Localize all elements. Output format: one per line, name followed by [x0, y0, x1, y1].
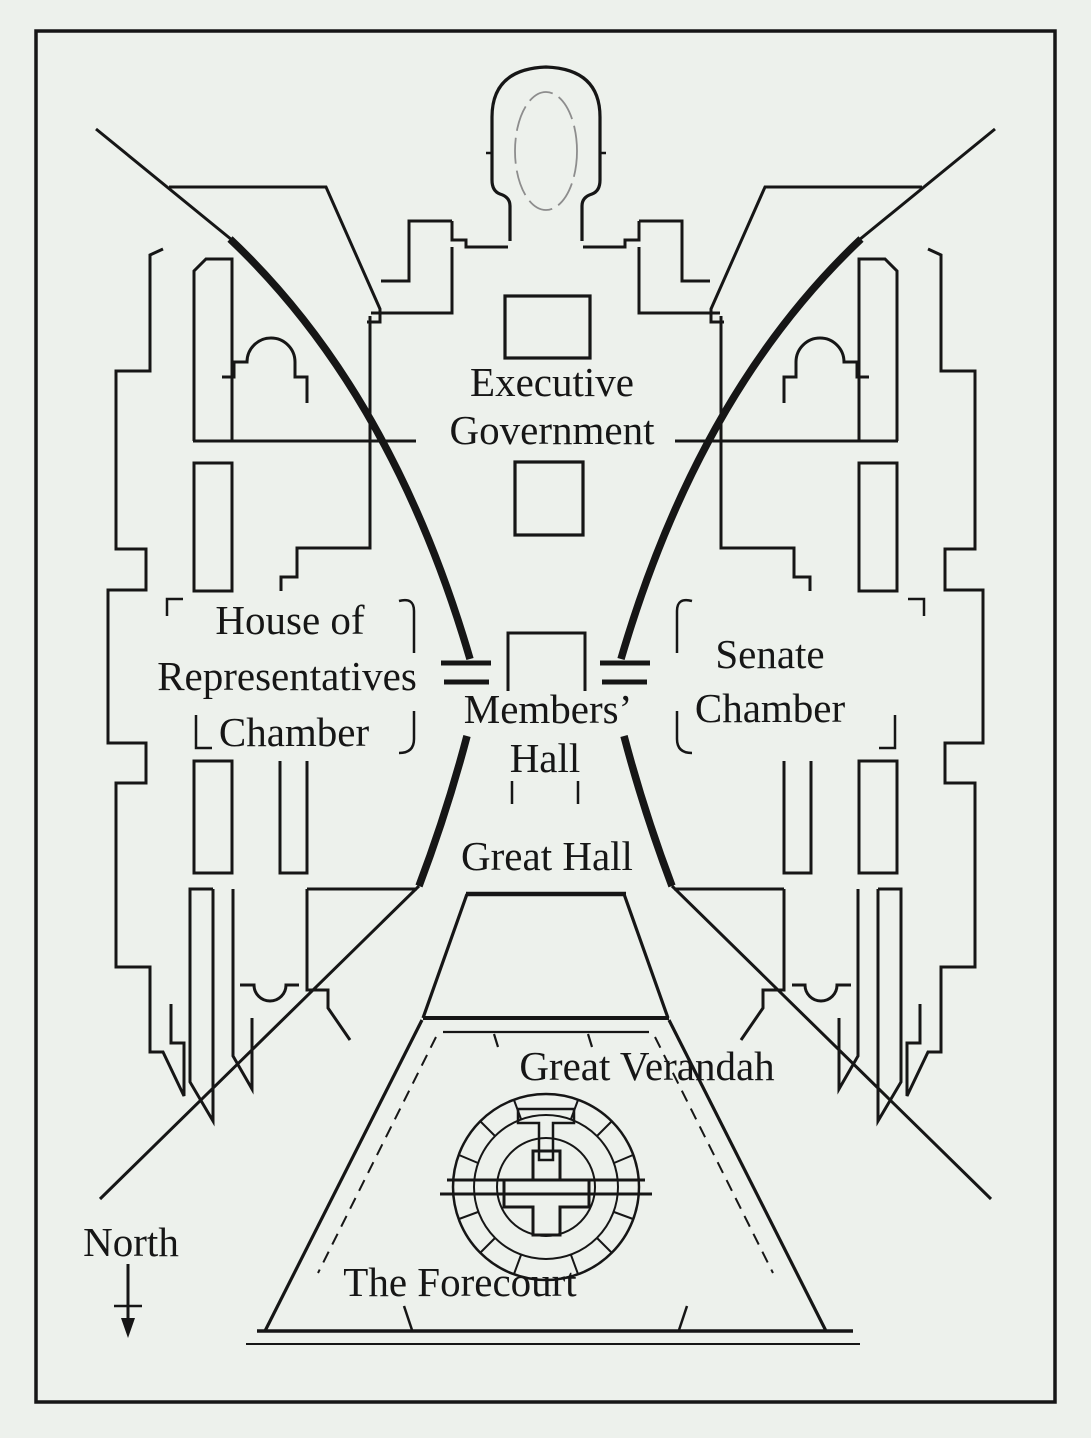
chamber-bracket-tl: [165, 597, 183, 616]
flag-mast-monument: [490, 65, 602, 241]
wing-inner-steps: [279, 316, 372, 591]
forecourt-mosaic: [440, 1092, 652, 1282]
link-band-inner: [450, 221, 508, 249]
label-great-hall: Great Hall: [461, 833, 633, 879]
mosaic-chord-band: [440, 1178, 652, 1196]
label-great-verandah: Great Verandah: [519, 1043, 774, 1089]
label-house-line1: House of: [215, 597, 365, 643]
north-indicator: [114, 1264, 142, 1338]
wing-slab-mid: [192, 461, 234, 593]
link-band-lower: [371, 247, 454, 315]
mosaic-t-motif: [516, 1107, 576, 1162]
label-senate-line1: Senate: [715, 631, 824, 677]
mosaic-radial-segments: [458, 1099, 634, 1275]
executive-courtyard-upper: [503, 294, 592, 360]
plan-border: [34, 29, 1057, 1404]
label-members-hall-line2: Hall: [510, 735, 581, 781]
waist-corridor-walls: [441, 660, 491, 685]
plan-left-half: [95, 127, 508, 1332]
wing-scallop-notch: [240, 983, 299, 1003]
mosaic-outer-circle: [451, 1092, 641, 1282]
site-axis-line-upper: [95, 127, 233, 242]
label-house-line3: Chamber: [219, 709, 370, 755]
label-house-line2: Representatives: [157, 653, 417, 699]
forecourt-edge: [263, 1019, 424, 1332]
site-axis-line-lower: [98, 884, 421, 1201]
curved-wall-upper: [227, 236, 474, 661]
members-hall-square: [506, 631, 587, 691]
link-band-outer: [381, 219, 452, 283]
forecourt-ramp-line: [317, 1036, 437, 1274]
label-executive-government-line2: Government: [450, 407, 656, 453]
wing-pointed-slab: [188, 887, 215, 1127]
wing-lower-steps: [305, 889, 352, 1041]
chamber-bracket-bl: [194, 715, 212, 750]
great-hall-side-wall: [421, 893, 469, 1019]
members-hall-ticks: [510, 781, 580, 804]
wing-slab-lower-a: [192, 759, 234, 875]
executive-courtyard-lower: [513, 460, 585, 537]
label-members-hall-line1: Members’: [464, 686, 633, 732]
monument-oval: [514, 91, 578, 211]
upper-wedge-wing: [169, 185, 382, 324]
mosaic-cross-motif: [502, 1149, 591, 1237]
label-executive-government-line1: Executive: [470, 359, 634, 405]
verandah-ticks: [492, 1033, 594, 1048]
mosaic-middle-circle: [473, 1114, 619, 1260]
wing-pointed-spike: [231, 889, 254, 1095]
wing-slab-lower-b: [278, 761, 309, 875]
wing-slab-upper: [192, 257, 234, 441]
chamber-bracket-br: [398, 711, 416, 755]
curved-wall-lower: [415, 735, 471, 888]
label-north: North: [83, 1219, 179, 1265]
label-senate-line2: Chamber: [695, 685, 846, 731]
label-forecourt: The Forecourt: [343, 1259, 577, 1305]
mosaic-inner-circle: [496, 1137, 596, 1237]
wing-arched-bay: [222, 336, 309, 403]
wing-outer-castellated-wall: [106, 247, 186, 1097]
chamber-bracket-tr: [398, 598, 416, 653]
north-arrow-head-icon: [121, 1318, 135, 1338]
forecourt-base-tick: [402, 1305, 414, 1331]
